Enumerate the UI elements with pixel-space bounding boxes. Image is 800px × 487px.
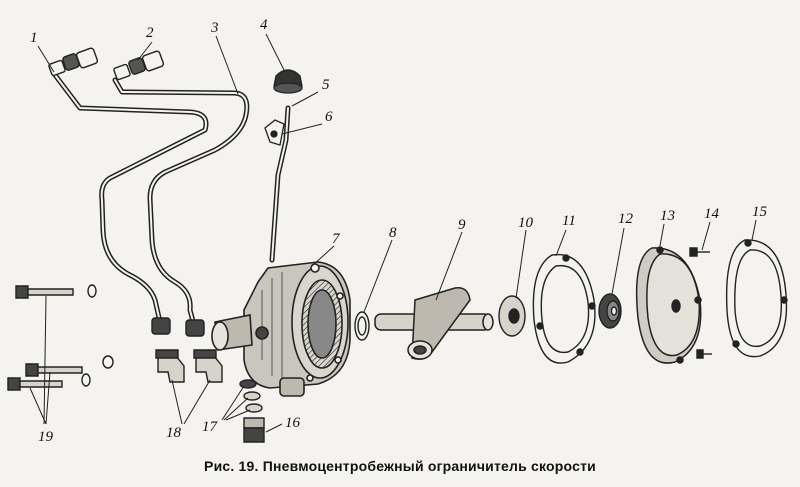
tube-assembly xyxy=(55,75,288,325)
cover xyxy=(637,247,701,363)
callout-4: 4 xyxy=(260,17,268,33)
bearing xyxy=(599,294,621,328)
gasket xyxy=(533,255,595,364)
clip xyxy=(265,120,284,145)
callout-6: 6 xyxy=(325,109,333,125)
callout-2: 2 xyxy=(146,25,154,41)
figure-caption: Рис. 19. Пневмоцентробежный ограничитель… xyxy=(204,458,596,474)
callout-9: 9 xyxy=(458,217,466,233)
callout-10: 10 xyxy=(518,215,533,231)
callout-3: 3 xyxy=(211,20,219,36)
rubber-boot xyxy=(274,70,302,93)
callout-5: 5 xyxy=(322,77,330,93)
bolts xyxy=(8,285,113,390)
drain-plug-and-washers xyxy=(240,380,264,442)
callout-18: 18 xyxy=(166,425,181,441)
outer-gasket xyxy=(727,240,787,357)
callout-17: 17 xyxy=(202,419,217,435)
sealing-ring xyxy=(355,312,369,340)
callout-8: 8 xyxy=(389,225,397,241)
washer xyxy=(499,296,525,336)
callout-14: 14 xyxy=(704,206,719,222)
callout-12: 12 xyxy=(618,211,633,227)
rotor-shaft xyxy=(375,288,493,359)
callout-16: 16 xyxy=(285,415,300,431)
tube-fittings xyxy=(48,47,204,336)
callout-13: 13 xyxy=(660,208,675,224)
screws xyxy=(690,248,712,358)
housing xyxy=(212,262,350,396)
callout-1: 1 xyxy=(30,30,38,46)
callout-11: 11 xyxy=(562,213,576,229)
leader-lines xyxy=(30,34,756,432)
callout-15: 15 xyxy=(752,204,767,220)
elbow-fittings xyxy=(156,350,222,382)
callout-19: 19 xyxy=(38,429,53,445)
callout-7: 7 xyxy=(332,231,340,247)
